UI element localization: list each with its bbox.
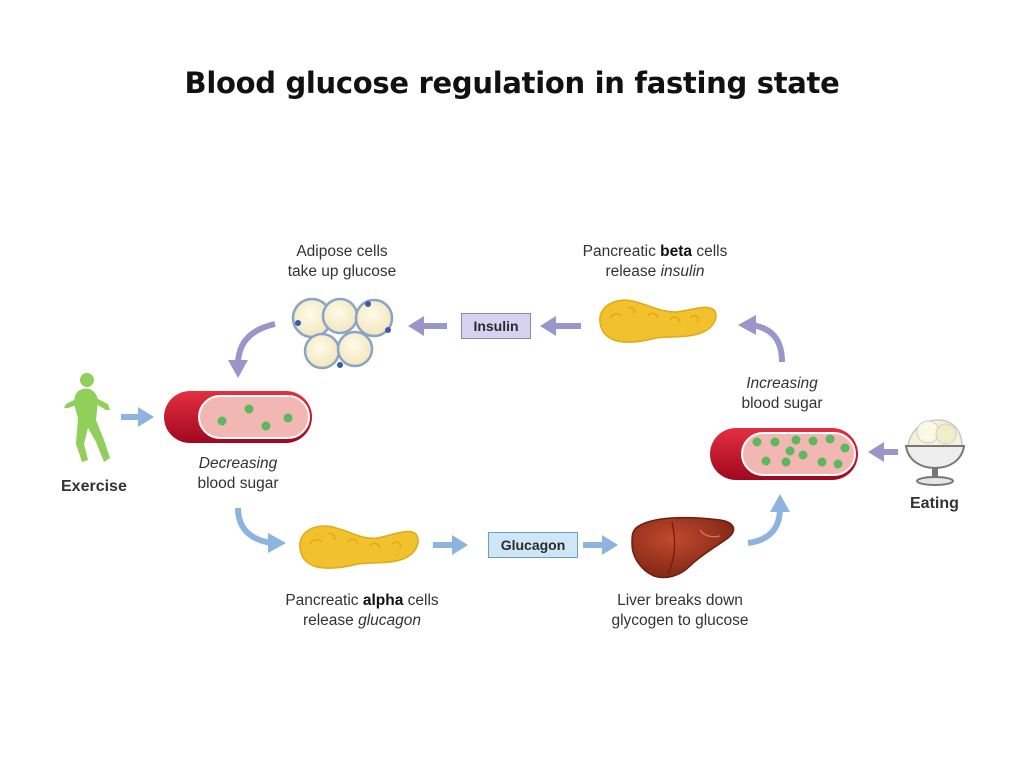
beta-label-line2: release insulin — [560, 262, 750, 282]
runner-icon — [64, 373, 110, 462]
eating-label: Eating — [910, 495, 959, 512]
increasing-label: Increasing blood sugar — [712, 374, 852, 414]
alpha-label-line2: release glucagon — [262, 611, 462, 631]
arrow-exercise-to-vessel — [121, 407, 154, 427]
alpha-label-glucagon: glucagon — [358, 612, 422, 629]
curved-arrow-to-decreasing — [228, 321, 276, 378]
beta-label-suffix: cells — [692, 243, 728, 260]
pancreas-alpha-illustration — [299, 525, 419, 569]
beta-label-insulin: insulin — [660, 263, 705, 280]
alpha-label-release: release — [302, 612, 359, 629]
arrow-eating-to-vessel — [868, 442, 898, 462]
glucagon-box: Glucagon — [488, 532, 578, 558]
arrow-insulin-to-adipose — [408, 316, 447, 336]
curved-arrow-to-increasing — [747, 494, 790, 546]
decreasing-label-line1: Decreasing — [198, 455, 278, 472]
adipose-cells-illustration — [291, 297, 394, 370]
increasing-label-line1: Increasing — [746, 375, 818, 392]
pancreas-beta-illustration — [599, 299, 717, 343]
alpha-label-line1: Pancreatic alpha cells — [262, 591, 462, 611]
beta-label-release: release — [605, 263, 661, 280]
liver-illustration — [631, 516, 735, 579]
insulin-box: Insulin — [461, 313, 531, 339]
decreasing-label-line2: blood sugar — [197, 475, 279, 492]
vessel-increasing-blood-sugar — [710, 428, 858, 480]
adipose-label-line1: Adipose cells — [296, 243, 388, 260]
arrow-glucagon-to-liver — [583, 535, 618, 555]
liver-label: Liver breaks down glycogen to glucose — [590, 591, 770, 631]
alpha-label-suffix: cells — [403, 592, 439, 609]
liver-label-line2: glycogen to glucose — [611, 612, 749, 629]
vessel-decreasing-blood-sugar — [164, 391, 312, 443]
increasing-label-line2: blood sugar — [741, 395, 823, 412]
page-title: Blood glucose regulation in fasting stat… — [184, 66, 840, 100]
exercise-label: Exercise — [61, 478, 127, 495]
curved-arrow-to-alpha — [235, 507, 286, 553]
beta-label-bold: beta — [660, 243, 693, 260]
liver-label-line1: Liver breaks down — [617, 592, 743, 609]
alpha-cells-label: Pancreatic alpha cells release glucagon — [262, 591, 462, 631]
beta-cells-label: Pancreatic beta cells release insulin — [560, 242, 750, 282]
adipose-label-line2: take up glucose — [287, 263, 397, 280]
adipose-label: Adipose cells take up glucose — [262, 242, 422, 282]
alpha-label-bold: alpha — [362, 592, 404, 609]
ice-cream-icon — [904, 419, 966, 486]
arrow-alpha-to-glucagon — [433, 535, 468, 555]
decreasing-label: Decreasing blood sugar — [168, 454, 308, 494]
alpha-label-prefix: Pancreatic — [285, 592, 363, 609]
beta-label-line1: Pancreatic beta cells — [560, 242, 750, 262]
beta-label-prefix: Pancreatic — [582, 243, 661, 260]
arrow-beta-to-insulin — [540, 316, 581, 336]
curved-arrow-to-beta — [738, 315, 785, 363]
